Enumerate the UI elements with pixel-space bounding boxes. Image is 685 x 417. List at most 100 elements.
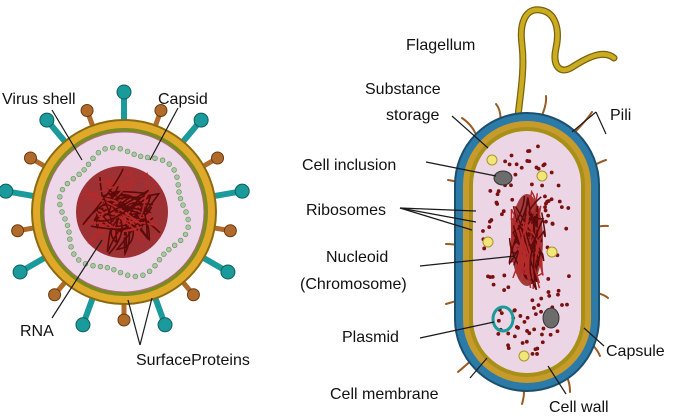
ribosome [540, 183, 545, 188]
capsid-bead [102, 146, 108, 152]
ribosome [496, 189, 501, 194]
ribosome [524, 339, 529, 344]
capsid-bead [57, 201, 63, 208]
ribosome [533, 347, 538, 352]
ribosome [506, 346, 511, 351]
ribosome [556, 292, 560, 297]
ribosome [565, 302, 569, 307]
label-capsid: Capsid [158, 91, 208, 108]
ribosome [544, 219, 548, 224]
capsid-bead [104, 264, 111, 271]
flagellum [513, 6, 618, 129]
ribosome [481, 229, 485, 233]
leader-virus-shell [51, 109, 83, 161]
label-cell-inclusion: Cell inclusion [302, 157, 396, 174]
leader-surface-proteins-1 [127, 299, 141, 346]
ribosome [540, 340, 545, 345]
ribosome [488, 275, 493, 280]
capsid-bead [132, 273, 139, 280]
surface-protein-head [117, 313, 131, 327]
ribosome [522, 320, 527, 324]
capsid-bead [183, 209, 189, 215]
ribosome [549, 170, 554, 175]
ribosome [488, 189, 493, 193]
storage-granule [482, 236, 494, 248]
ribosome [532, 306, 536, 310]
leader-capsid [149, 107, 179, 161]
capsid-bead [171, 167, 177, 173]
capsid-bead [177, 237, 184, 244]
surface-protein-head [0, 183, 14, 199]
label-pili: Pili [610, 107, 631, 124]
virus-illustration [0, 84, 250, 333]
ribosome [514, 325, 519, 329]
ribosome [543, 205, 547, 210]
capsid-bead [185, 216, 191, 223]
capsid-bead [144, 154, 151, 161]
capsid-bead [67, 236, 73, 242]
leader-cell-wall [547, 365, 567, 395]
surface-protein-head [116, 84, 132, 100]
ribosome [543, 194, 547, 199]
leader-substance-storage [451, 115, 489, 149]
leader-surface-proteins-2 [139, 297, 153, 346]
capsid-bead [161, 251, 167, 257]
capsid-bead [185, 224, 191, 230]
bacterium-illustration [445, 6, 618, 405]
ribosome [536, 144, 540, 149]
capsid-bead [159, 157, 166, 163]
ribosome [513, 172, 518, 177]
capsid-bead [117, 269, 124, 276]
capsid-bead [117, 146, 124, 152]
ribosome [534, 165, 539, 170]
ribosome [525, 315, 530, 320]
surface-protein-head [23, 151, 37, 165]
capsid-bead [76, 257, 82, 263]
substance-storage-granules [482, 154, 558, 362]
ribosome [535, 352, 539, 356]
capsid-bead [156, 256, 163, 263]
label-leader-lines [51, 107, 607, 395]
ribosome [566, 206, 571, 210]
surface-protein-head [12, 264, 28, 280]
surface-protein-head [223, 224, 237, 238]
ribosome [491, 282, 496, 287]
leader-ribosomes-3 [399, 207, 473, 231]
ribosome [506, 331, 511, 336]
ribosome [546, 277, 551, 281]
ribosome [539, 309, 543, 314]
capsid-bead [57, 194, 63, 200]
capsid-bead [70, 175, 77, 182]
capsid-bead [64, 180, 71, 187]
ribosome [555, 329, 560, 334]
ribosomes [481, 144, 571, 356]
ribosome [527, 331, 532, 336]
cell-inclusion-granule [493, 170, 513, 186]
ribosome [567, 274, 571, 279]
ribosome [487, 219, 492, 224]
capsid-bead [180, 202, 186, 208]
label-virus-shell: Virus shell [2, 91, 76, 108]
ribosome [506, 285, 511, 290]
ribosome [518, 314, 523, 318]
capsid-bead [182, 231, 189, 238]
virus-surface-proteins [0, 84, 250, 333]
capsid-bead [140, 272, 146, 278]
ribosome [496, 318, 501, 323]
capsid-bead [109, 144, 116, 151]
ribosome [540, 332, 544, 337]
ribosome [532, 327, 537, 332]
ribosome [509, 153, 514, 158]
capsid-bead [85, 161, 92, 168]
capsid-bead [59, 186, 66, 193]
ribosome [506, 343, 510, 348]
ribosome [487, 225, 492, 229]
ribosome [499, 311, 504, 316]
leader-pili-2 [595, 111, 607, 135]
storage-granule [536, 170, 548, 182]
capsid-bead [124, 148, 131, 155]
capsid-bead [71, 251, 77, 257]
capsid-bead [131, 151, 137, 158]
